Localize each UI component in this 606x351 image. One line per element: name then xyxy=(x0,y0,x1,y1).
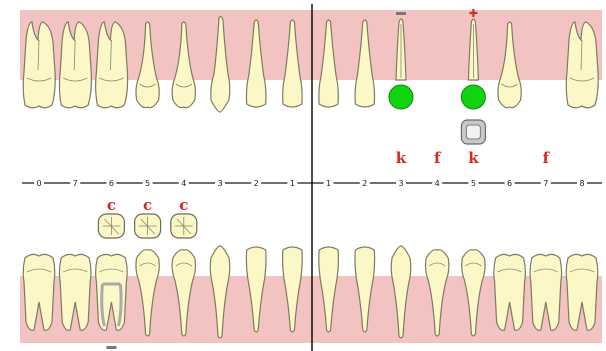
tooth-number-label: 4 xyxy=(435,179,440,188)
upper-treatment-code: f xyxy=(543,149,551,167)
upper-tooth-molar[interactable] xyxy=(23,22,55,108)
implant-crown-icon[interactable] xyxy=(461,120,485,144)
tooth-number-label: 2 xyxy=(362,179,367,188)
upper-tooth-molar[interactable] xyxy=(59,22,91,108)
tooth-number-label: 3 xyxy=(398,179,403,188)
top-bar-marker-icon[interactable] xyxy=(396,12,406,15)
upper-treatment-code: k xyxy=(468,149,479,167)
tooth-number-label: 7 xyxy=(73,179,78,188)
crown-icon[interactable] xyxy=(171,214,197,238)
upper-treatment-code: f xyxy=(434,149,442,167)
tooth-number-label: 5 xyxy=(471,179,476,188)
upper-treatment-code: k xyxy=(396,149,407,167)
crown-icon[interactable] xyxy=(135,214,161,238)
tooth-number-label: 0 xyxy=(36,179,41,188)
lower-treatment-code: c xyxy=(143,196,152,214)
upper-tooth-molar[interactable] xyxy=(566,22,598,108)
tooth-number-label: 3 xyxy=(217,179,222,188)
tooth-number-label: 6 xyxy=(109,179,114,188)
tooth-number-label: 5 xyxy=(145,179,150,188)
tooth-number-label: 1 xyxy=(326,179,331,188)
bottom-bar-marker-icon[interactable] xyxy=(106,346,116,349)
tooth-number-label: 6 xyxy=(507,179,512,188)
tooth-number-label: 8 xyxy=(579,179,584,188)
tooth-number-label: 1 xyxy=(290,179,295,188)
tooth-number-label: 7 xyxy=(543,179,548,188)
tooth-number-label: 4 xyxy=(181,179,186,188)
lower-treatment-code: c xyxy=(107,196,116,214)
lower-treatment-code: c xyxy=(179,196,188,214)
upper-tooth-molar[interactable] xyxy=(96,22,128,108)
tooth-number-label: 2 xyxy=(254,179,259,188)
filling-marker-icon[interactable] xyxy=(389,85,413,109)
filling-marker-icon[interactable] xyxy=(461,85,485,109)
crown-icon[interactable] xyxy=(98,214,124,238)
